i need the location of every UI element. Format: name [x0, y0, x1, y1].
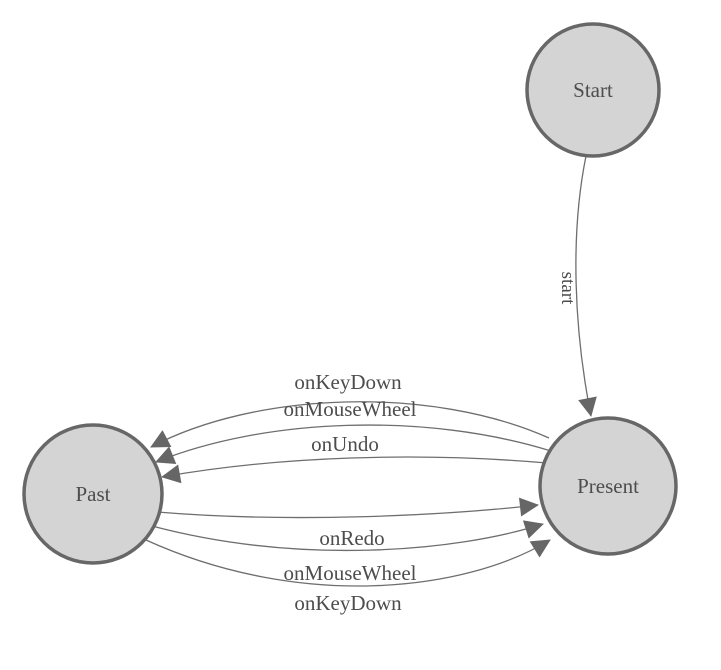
edge-label-start: start: [557, 272, 578, 305]
state-node-start-label: Start: [573, 78, 613, 102]
edge-present-to-past-onundo: [161, 456, 548, 484]
edge-label-onkeydown-bottom: onKeyDown: [294, 591, 402, 615]
edge-label-onmousewheel-top: onMouseWheel: [284, 397, 417, 421]
edge-present-to-past-onmousewheel: [155, 424, 552, 465]
state-node-past: [22, 423, 164, 565]
edge-past-to-present-onmousewheel: [151, 520, 544, 552]
state-node-past-label: Past: [75, 482, 110, 506]
edge-label-onkeydown-top: onKeyDown: [294, 370, 402, 394]
edge-present-to-past-onkeydown: [150, 401, 550, 448]
state-node-present-label: Present: [577, 474, 639, 498]
edge-label-onundo: onUndo: [311, 432, 379, 456]
state-node-start: [525, 22, 661, 158]
edge-past-to-present-onkeydown: [145, 539, 551, 587]
edge-label-onredo: onRedo: [319, 526, 384, 550]
edge-label-onmousewheel-bottom: onMouseWheel: [284, 561, 417, 585]
edge-past-to-present-onredo: [156, 497, 539, 519]
state-node-present: [538, 416, 678, 556]
edge-start-to-present: [575, 155, 597, 417]
